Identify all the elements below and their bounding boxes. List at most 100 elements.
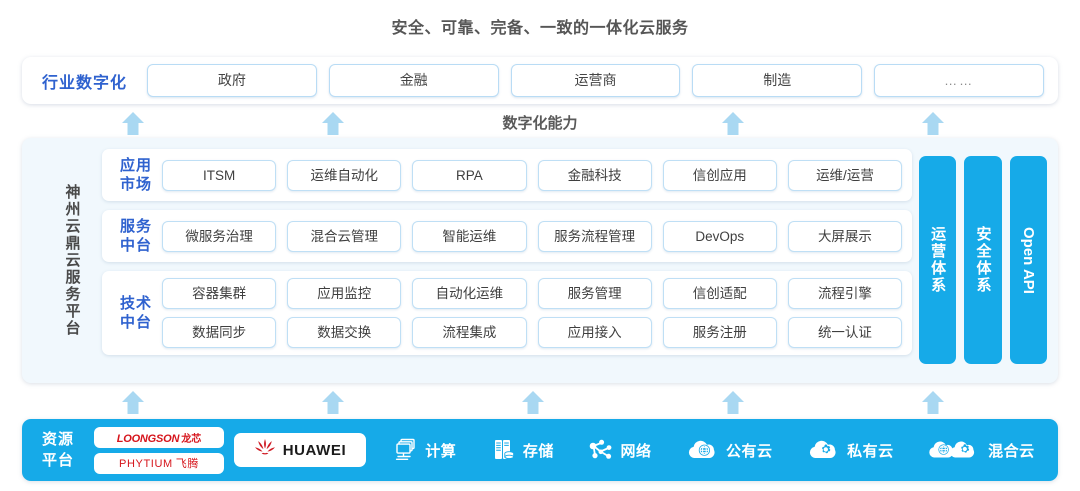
resource-item-hybrid-cloud[interactable]: 混合云: [928, 438, 1035, 462]
public-cloud-icon: [686, 438, 720, 462]
huawei-flower-icon: [254, 438, 276, 463]
phytium-logo-cn: 飞腾: [175, 458, 199, 470]
industry-row-label: 行业数字化: [41, 74, 127, 92]
resource-label-line2: 平台: [41, 452, 74, 469]
digital-capability-caption: 数字化能力: [502, 115, 578, 132]
chip-row: 容器集群 应用监控 自动化运维 服务管理 信创适配 流程引擎: [162, 278, 903, 309]
chip-rpa[interactable]: RPA: [412, 159, 527, 191]
row-title-line2: 市场: [119, 176, 152, 193]
chip-app-access[interactable]: 应用接入: [537, 317, 652, 348]
chip-row: 微服务治理 混合云管理 智能运维 服务流程管理 DevOps 大屏展示: [162, 220, 903, 252]
phytium-logo-en: PHYTIUM: [119, 458, 173, 470]
chip-group: ITSM 运维自动化 RPA 金融科技 信创应用 运维/运营: [162, 159, 903, 191]
loongson-logo-en: LOONGSON: [116, 432, 180, 445]
resource-item-label: 私有云: [847, 442, 894, 460]
resource-item-label: 存储: [522, 442, 554, 460]
row-title-tech-middle: 技术 中台: [110, 294, 162, 332]
resource-item-compute[interactable]: 计算: [393, 437, 456, 463]
pillar-security-system[interactable]: 安全体系: [964, 156, 1002, 364]
resource-platform-label: 资源 平台: [22, 429, 94, 471]
huawei-logo[interactable]: HUAWEI: [234, 433, 366, 467]
chip-service-registry[interactable]: 服务注册: [662, 317, 777, 348]
resource-item-private-cloud[interactable]: 私有云: [807, 438, 894, 462]
platform-pillar-list: 运营体系 安全体系 Open API: [919, 156, 1047, 364]
resource-item-label: 混合云: [988, 442, 1035, 460]
platform-row-list: 应用 市场 ITSM 运维自动化 RPA 金融科技 信创应用 运维/运营: [102, 149, 912, 364]
chip-data-exchange[interactable]: 数据交换: [287, 317, 402, 348]
industry-item-finance[interactable]: 金融: [328, 64, 499, 97]
resource-item-label: 网络: [620, 442, 652, 460]
pillar-operations-system[interactable]: 运营体系: [919, 156, 957, 364]
up-arrow-icon: [520, 389, 546, 415]
chip-group: 容器集群 应用监控 自动化运维 服务管理 信创适配 流程引擎 数据同步 数据交换…: [162, 278, 903, 348]
industry-item-more[interactable]: ……: [874, 64, 1044, 97]
chip-service-process-mgmt[interactable]: 服务流程管理: [537, 220, 652, 252]
up-arrow-icon: [120, 110, 146, 136]
platform-side-label: 神州云鼎云服务平台: [63, 183, 81, 337]
hybrid-cloud-icon: [928, 438, 984, 462]
resource-item-storage[interactable]: 存储: [491, 437, 554, 463]
chip-process-engine[interactable]: 流程引擎: [787, 278, 903, 309]
chip-itsm[interactable]: ITSM: [162, 159, 277, 191]
up-arrow-icon: [320, 110, 346, 136]
chip-fintech[interactable]: 金融科技: [537, 159, 652, 191]
resource-item-public-cloud[interactable]: 公有云: [686, 438, 773, 462]
row-title-line2: 中台: [119, 237, 152, 254]
chip-container-cluster[interactable]: 容器集群: [162, 278, 277, 309]
chip-group: 微服务治理 混合云管理 智能运维 服务流程管理 DevOps 大屏展示: [162, 220, 903, 252]
row-title-app-market: 应用 市场: [110, 156, 162, 194]
chip-automated-ops[interactable]: 自动化运维: [412, 278, 527, 309]
industry-item-government[interactable]: 政府: [147, 64, 317, 97]
chip-large-screen-display[interactable]: 大屏展示: [787, 220, 903, 252]
chip-hybrid-cloud-mgmt[interactable]: 混合云管理: [287, 220, 402, 252]
up-arrow-icon: [920, 389, 946, 415]
private-cloud-icon: [807, 438, 841, 462]
up-arrow-icon: [920, 110, 946, 136]
industry-item-telecom[interactable]: 运营商: [510, 64, 681, 97]
chip-microservice-governance[interactable]: 微服务治理: [162, 220, 277, 252]
pillar-open-api[interactable]: Open API: [1009, 156, 1047, 364]
row-title-service-middle: 服务 中台: [110, 217, 162, 255]
row-title-line1: 技术: [119, 295, 152, 312]
resource-item-network[interactable]: 网络: [588, 437, 651, 463]
chip-service-management[interactable]: 服务管理: [537, 278, 652, 309]
chip-row: ITSM 运维自动化 RPA 金融科技 信创应用 运维/运营: [162, 159, 903, 191]
chip-ops-automation[interactable]: 运维自动化: [287, 159, 402, 191]
industry-box-list: 政府 金融 运营商 制造 ……: [147, 64, 1058, 97]
loongson-logo-cn: 龙芯: [181, 433, 202, 445]
chip-data-sync[interactable]: 数据同步: [162, 317, 277, 348]
up-arrow-icon: [120, 389, 146, 415]
platform-row-tech-middle: 技术 中台 容器集群 应用监控 自动化运维 服务管理 信创适配 流程引擎 数据同…: [102, 271, 912, 355]
storage-icon: [491, 437, 517, 463]
huawei-logo-text: HUAWEI: [282, 441, 347, 459]
network-icon: [588, 437, 614, 463]
row-title-line1: 应用: [119, 157, 152, 174]
chip-unified-auth[interactable]: 统一认证: [787, 317, 903, 348]
industry-digitalization-row: 行业数字化 政府 金融 运营商 制造 ……: [22, 57, 1058, 104]
chip-ops-operation[interactable]: 运维/运营: [787, 159, 903, 191]
chip-xinchuang-adaptation[interactable]: 信创适配: [662, 278, 777, 309]
chip-devops[interactable]: DevOps: [662, 220, 777, 252]
chip-app-monitoring[interactable]: 应用监控: [287, 278, 402, 309]
row-title-line2: 中台: [119, 314, 152, 331]
chip-xinchuang-app[interactable]: 信创应用: [662, 159, 777, 191]
cloud-service-platform-panel: 神州云鼎云服务平台 应用 市场 ITSM 运维自动化 RPA 金融科技 信创应用…: [22, 138, 1058, 383]
resource-item-list: 计算 存储: [366, 437, 1058, 463]
up-arrow-icon: [720, 110, 746, 136]
chip-row: 数据同步 数据交换 流程集成 应用接入 服务注册 统一认证: [162, 317, 903, 348]
platform-row-service-middle: 服务 中台 微服务治理 混合云管理 智能运维 服务流程管理 DevOps 大屏展…: [102, 210, 912, 262]
chip-smart-ops[interactable]: 智能运维: [412, 220, 527, 252]
industry-item-manufacturing[interactable]: 制造: [692, 64, 863, 97]
resource-label-line1: 资源: [41, 431, 74, 448]
compute-icon: [393, 437, 419, 463]
page-title: 安全、可靠、完备、一致的一体化云服务: [391, 20, 689, 37]
row-title-line1: 服务: [119, 218, 152, 235]
platform-row-app-market: 应用 市场 ITSM 运维自动化 RPA 金融科技 信创应用 运维/运营: [102, 149, 912, 201]
up-arrow-icon: [720, 389, 746, 415]
chip-process-integration[interactable]: 流程集成: [412, 317, 527, 348]
